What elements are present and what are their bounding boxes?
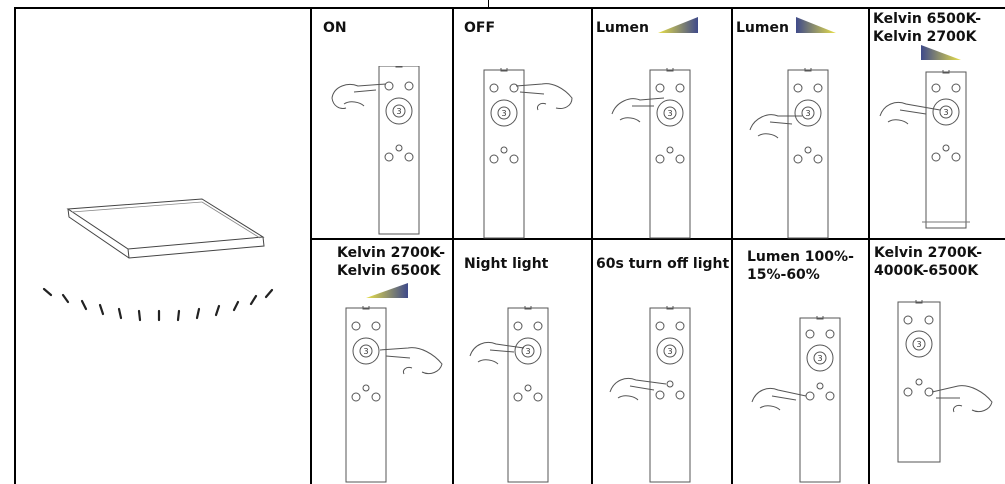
cell-label-kelvin-cycle-line1: Kelvin 2700K- xyxy=(874,245,983,261)
grid-line xyxy=(310,7,312,484)
svg-text:3: 3 xyxy=(944,108,949,117)
cell-label-kelvin-cycle-line2: 4000K-6500K xyxy=(874,263,979,279)
grid-line xyxy=(14,7,1005,9)
cell-label-kelvin-6500-2700-line2: Kelvin 2700K xyxy=(873,29,977,45)
grid-line xyxy=(488,0,489,7)
remote-control-lumen-down: 3 xyxy=(748,68,858,240)
svg-text:3: 3 xyxy=(668,109,673,118)
remote-control-night-light: 3 xyxy=(468,306,578,484)
remote-control-off: 3 xyxy=(468,68,578,240)
svg-text:3: 3 xyxy=(818,354,823,363)
remote-control-on: 3 xyxy=(330,66,430,238)
svg-text:3: 3 xyxy=(526,347,531,356)
grid-line xyxy=(452,7,454,484)
grid-line xyxy=(310,238,1005,240)
svg-text:3: 3 xyxy=(364,347,369,356)
remote-control-kelvin-cycle: 3 xyxy=(878,300,998,468)
cell-label-lumen-cycle-line2: 15%-60% xyxy=(747,267,820,283)
grid-line xyxy=(14,7,16,484)
remote-control-lumen-up: 3 xyxy=(610,68,720,240)
cell-label-night-light: Night light xyxy=(464,256,549,272)
svg-text:3: 3 xyxy=(917,340,922,349)
svg-text:3: 3 xyxy=(502,109,507,118)
cell-label-lumen-cycle-line1: Lumen 100%- xyxy=(747,249,854,265)
remote-control-kelvin-up: 3 xyxy=(330,306,445,484)
svg-text:3: 3 xyxy=(397,107,402,116)
remote-control-lumen-cycle: 3 xyxy=(750,316,860,484)
kelvin-down-gradient-icon xyxy=(921,45,961,61)
brightness-down-gradient-icon xyxy=(796,17,836,34)
cell-label-kelvin-2700-6500-line2: Kelvin 6500K xyxy=(337,263,441,279)
cell-label-kelvin-6500-2700-line1: Kelvin 6500K- xyxy=(873,11,982,27)
cell-label-off: OFF xyxy=(464,20,496,36)
svg-text:3: 3 xyxy=(806,109,811,118)
grid-line xyxy=(731,7,733,484)
kelvin-up-gradient-icon xyxy=(366,283,408,299)
svg-text:3: 3 xyxy=(668,347,673,356)
cell-label-on: ON xyxy=(323,20,347,36)
cell-label-lumen-down: Lumen xyxy=(736,20,789,36)
remote-control-kelvin-down: 3 xyxy=(878,70,988,230)
lamp-illustration xyxy=(16,9,310,484)
cell-label-60s-turn-off: 60s turn off light xyxy=(596,256,730,272)
remote-control-60s-turn-off: 3 xyxy=(608,306,718,484)
cell-label-kelvin-2700-6500-line1: Kelvin 2700K- xyxy=(337,245,446,261)
grid-line xyxy=(868,7,870,484)
cell-label-lumen-up: Lumen xyxy=(596,20,649,36)
grid-line xyxy=(591,7,593,484)
brightness-up-gradient-icon xyxy=(658,17,698,34)
